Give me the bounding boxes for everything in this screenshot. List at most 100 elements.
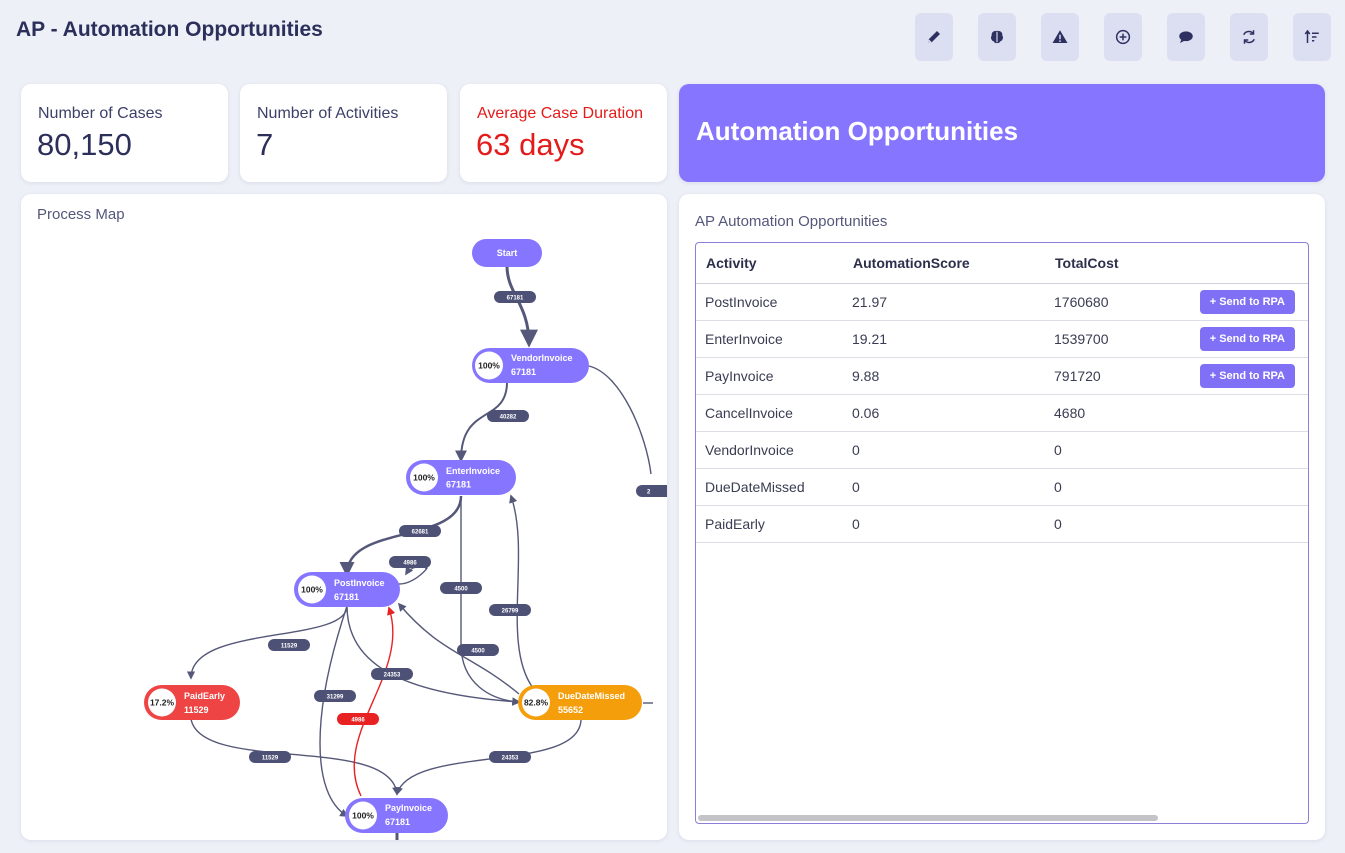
cell-action: [1183, 394, 1308, 432]
sort-button[interactable]: [1293, 13, 1331, 61]
edge-label-vendor-enter: 40282: [487, 410, 529, 422]
add-button[interactable]: [1104, 13, 1142, 61]
warning-button[interactable]: [1041, 13, 1079, 61]
svg-text:67181: 67181: [446, 480, 471, 490]
svg-text:24353: 24353: [502, 756, 519, 762]
svg-text:11529: 11529: [281, 644, 298, 650]
node-enterinvoice[interactable]: 100% EnterInvoice 67181: [406, 460, 516, 495]
cell-total-cost: 791720: [1045, 357, 1183, 395]
kpi-duration-label: Average Case Duration: [477, 105, 644, 122]
svg-text:62681: 62681: [412, 530, 429, 536]
node-duedatemissed[interactable]: 82.8% DueDateMissed 55652: [518, 685, 642, 720]
send-to-rpa-button[interactable]: + Send to RPA: [1199, 363, 1295, 388]
process-map[interactable]: 67181 40282 2 62681 4986 4500 26799 1152…: [21, 194, 667, 840]
col-total-cost[interactable]: TotalCost: [1045, 243, 1183, 284]
edge-pay-post: [353, 606, 396, 797]
kpi-activities-value: 7: [256, 127, 274, 162]
comment-button[interactable]: [1167, 13, 1205, 61]
refresh-button[interactable]: [1230, 13, 1268, 61]
cell-total-cost: 0: [1045, 505, 1183, 543]
svg-text:PostInvoice: PostInvoice: [334, 578, 385, 588]
svg-text:82.8%: 82.8%: [524, 698, 549, 708]
node-paidearly[interactable]: 17.2% PaidEarly 11529: [144, 685, 240, 720]
edge-label-post-pay: 31299: [314, 690, 356, 702]
cell-total-cost: 0: [1045, 468, 1183, 506]
brain-icon: [991, 30, 1003, 44]
brain-button[interactable]: [978, 13, 1016, 61]
node-start[interactable]: Start: [472, 239, 542, 267]
cell-total-cost: 4680: [1045, 394, 1183, 432]
cell-total-cost: 1539700: [1045, 320, 1183, 358]
svg-text:PayInvoice: PayInvoice: [385, 803, 432, 813]
edge-post-pay: [319, 605, 349, 817]
process-map-card: Process Map 67181 40282 2: [21, 194, 667, 840]
cell-action: [1183, 505, 1308, 543]
edge-post-loop: [398, 565, 428, 585]
cell-automation-score: 0: [843, 468, 1045, 506]
col-automation-score[interactable]: AutomationScore: [843, 243, 1045, 284]
svg-text:100%: 100%: [352, 811, 374, 821]
svg-text:67181: 67181: [385, 817, 410, 827]
cell-activity: EnterInvoice: [696, 320, 843, 358]
svg-text:EnterInvoice: EnterInvoice: [446, 466, 500, 476]
table-header-row: Activity AutomationScore TotalCost: [696, 243, 1308, 284]
edge-label-enter-post: 62681: [399, 525, 441, 537]
svg-text:Start: Start: [497, 248, 518, 258]
edge-vendor-enter: [455, 381, 508, 463]
automation-banner: Automation Opportunities: [679, 84, 1325, 182]
opportunities-table-container[interactable]: Activity AutomationScore TotalCost PostI…: [695, 242, 1309, 824]
edge-label-due-pay: 24353: [489, 751, 531, 763]
cell-automation-score: 19.21: [843, 320, 1045, 358]
process-map-title: Process Map: [37, 206, 125, 223]
cell-total-cost: 0: [1045, 431, 1183, 469]
kpi-cases-value: 80,150: [37, 127, 132, 162]
horizontal-scrollbar[interactable]: [698, 815, 1158, 821]
svg-text:PaidEarly: PaidEarly: [184, 691, 225, 701]
send-to-rpa-button[interactable]: + Send to RPA: [1199, 289, 1295, 314]
kpi-activities-card: Number of Activities 7: [240, 84, 447, 182]
chat-icon: [1179, 31, 1193, 43]
svg-text:67181: 67181: [334, 592, 359, 602]
edge-due-enter: [509, 494, 534, 689]
node-postinvoice[interactable]: 100% PostInvoice 67181: [294, 572, 400, 607]
edge-label-vendor-right: 2: [636, 485, 667, 497]
svg-text:2: 2: [647, 490, 651, 496]
svg-text:67181: 67181: [507, 296, 524, 302]
warning-icon: [1052, 30, 1068, 43]
svg-text:4986: 4986: [403, 561, 417, 567]
page-title: AP - Automation Opportunities: [16, 18, 323, 41]
svg-text:4500: 4500: [454, 587, 468, 593]
edge-label-paidearly-pay: 11529: [249, 751, 291, 763]
svg-text:100%: 100%: [301, 585, 323, 595]
svg-text:26799: 26799: [502, 609, 519, 615]
edge-label-post-paidearly: 11529: [268, 639, 310, 651]
cell-automation-score: 0: [843, 431, 1045, 469]
send-to-rpa-button[interactable]: + Send to RPA: [1199, 326, 1295, 351]
cell-action: [1183, 431, 1308, 469]
svg-text:11529: 11529: [262, 756, 279, 762]
svg-text:67181: 67181: [511, 367, 536, 377]
svg-text:VendorInvoice: VendorInvoice: [511, 353, 573, 363]
edge-label-post-loop: 4986: [389, 556, 431, 568]
cell-automation-score: 0.06: [843, 394, 1045, 432]
cell-activity: VendorInvoice: [696, 431, 843, 469]
col-actions: [1183, 243, 1308, 284]
node-vendorinvoice[interactable]: 100% VendorInvoice 67181: [472, 348, 589, 383]
svg-text:4986: 4986: [351, 718, 365, 724]
edge-label-pay-post: 4986: [337, 713, 379, 725]
banner-title: Automation Opportunities: [696, 116, 1019, 146]
edit-button[interactable]: [915, 13, 953, 61]
kpi-activities-label: Number of Activities: [257, 105, 399, 122]
col-activity[interactable]: Activity: [696, 243, 843, 284]
opportunities-card: AP Automation Opportunities Activity Aut…: [679, 194, 1325, 840]
svg-text:100%: 100%: [413, 473, 435, 483]
cell-activity: PayInvoice: [696, 357, 843, 395]
node-payinvoice[interactable]: 100% PayInvoice 67181: [345, 798, 448, 833]
